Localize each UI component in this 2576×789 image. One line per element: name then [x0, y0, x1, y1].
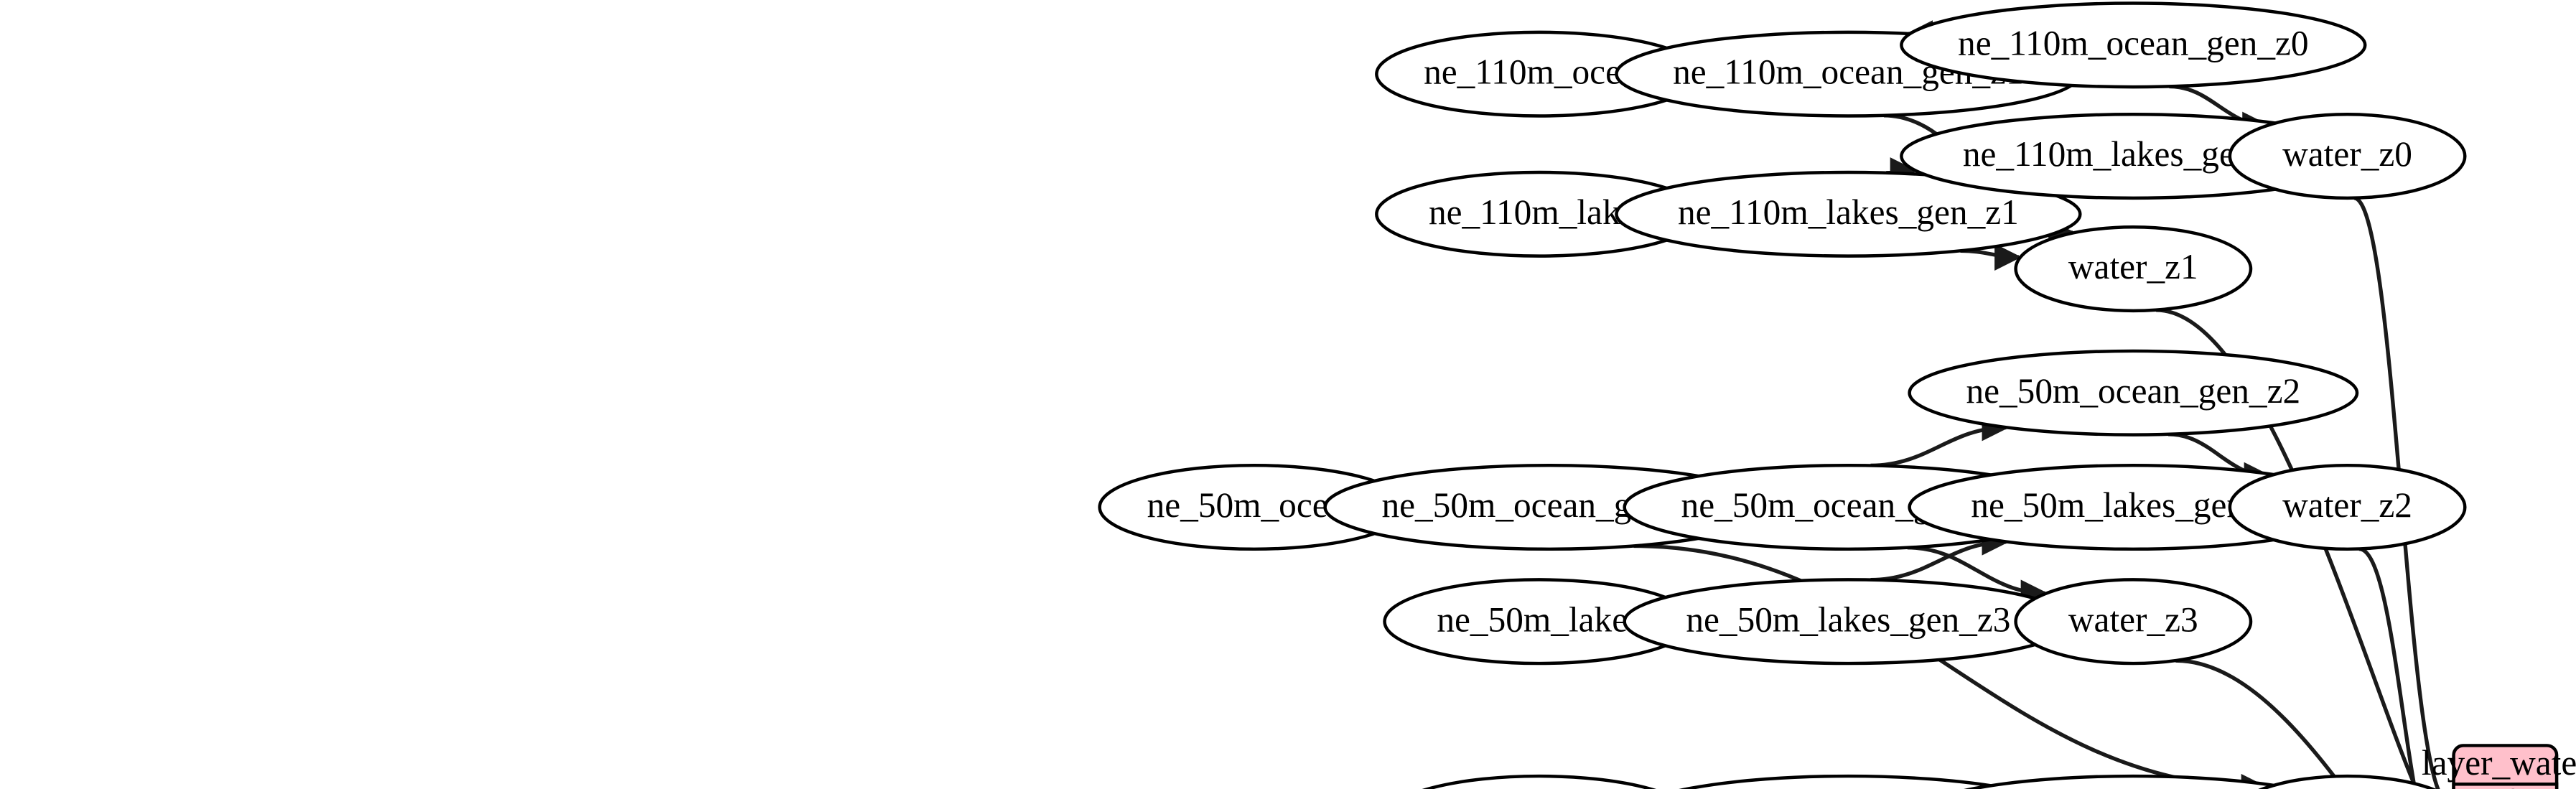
node-ne_50m_ocean_gen_z2[interactable]: ne_50m_ocean_gen_z2: [1908, 349, 2359, 436]
node-ne_10m_lakes_gen_z4[interactable]: ne_10m_lakes_gen_z4: [1910, 774, 2357, 789]
node-ne_10m_lakes[interactable]: ne_10m_lakes: [1385, 774, 1694, 789]
node-ne_50m_lakes_gen_z3[interactable]: ne_50m_lakes_gen_z3: [1623, 578, 2074, 666]
node-ne_110m_ocean_gen_z0[interactable]: ne_110m_ocean_gen_z0: [1900, 1, 2367, 89]
nodes-layer: imposm3osm_ocean_polygonosm_water_polygo…: [1098, 1, 2467, 789]
node-shape: [1623, 578, 2074, 666]
node-water_z1[interactable]: water_z1: [2014, 225, 2253, 313]
edge-ne_50m_ocean_gen_z3-to-water_z3: [1907, 546, 2048, 607]
record-row-z0[interactable]: [2452, 783, 2559, 789]
node-water_z0[interactable]: water_z0: [2228, 113, 2467, 200]
edge-water_z1-to-layer_water-z1: [2156, 308, 2419, 789]
node-water_z2[interactable]: water_z2: [2228, 463, 2467, 551]
node-shape: [2228, 463, 2467, 551]
node-water_z4[interactable]: water_z4: [2230, 774, 2465, 789]
node-shape: [1964, 774, 2303, 789]
record-node-layer: layer_waterz0z1z2z3z4z5z6z7z8z9z10z11z12…: [2422, 743, 2576, 789]
node-shape: [1900, 1, 2367, 89]
node-shape: [1679, 774, 2018, 789]
node-shape: [1908, 349, 2359, 436]
record-node-layer-water[interactable]: layer_waterz0z1z2z3z4z5z6z7z8z9z10z11z12…: [2422, 743, 2576, 789]
node-shape: [2014, 225, 2253, 313]
edge-ne_50m_lakes_gen_z3-to-ne_50m_lakes_gen_z2: [1870, 528, 2010, 582]
node-shape: [1615, 170, 2082, 258]
record-body: [2452, 744, 2559, 789]
edge-ne_50m_ocean_gen_z3-to-ne_50m_ocean_gen_z2: [1870, 414, 2010, 468]
node-shape: [2014, 578, 2253, 666]
edge-water_z2-to-layer_water-z2: [2358, 546, 2417, 789]
node-shape: [2258, 774, 2437, 789]
edge-ne_110m_lakes_gen_z1-to-water_z1: [1960, 243, 2022, 271]
edge-ne_50m_ocean_gen_z4-to-water_z4: [1633, 543, 2269, 789]
node-shape: [2228, 113, 2467, 200]
node-ne_10m_lakes_gen_z5[interactable]: ne_10m_lakes_gen_z5: [1625, 774, 2072, 789]
node-shape: [1422, 774, 1657, 789]
node-water_z3[interactable]: water_z3: [2014, 578, 2253, 666]
